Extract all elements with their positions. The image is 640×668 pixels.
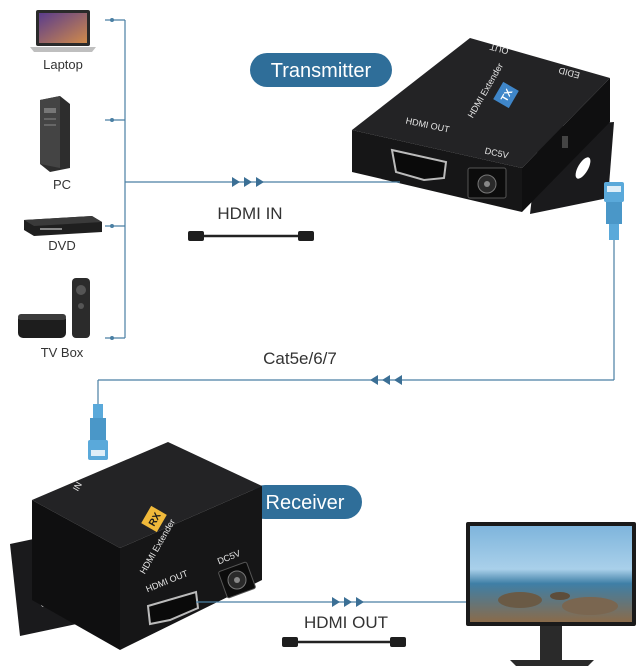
rj45-connector-tx-icon [604, 182, 624, 240]
receiver-device: RX HDMI Extender HDMI OUT DC5V IN [10, 442, 262, 650]
source-label-dvd: DVD [48, 238, 75, 253]
hdmi-out-arrows [332, 597, 364, 607]
receiver-title: Receiver [266, 492, 345, 514]
hdmi-in-link: HDMI IN [125, 177, 400, 241]
tv-box-icon [18, 278, 90, 338]
hdmi-out-label: HDMI OUT [304, 613, 388, 632]
bracket-dots [110, 18, 114, 340]
hdmi-out-link: HDMI OUT [196, 597, 474, 647]
laptop-icon [30, 10, 96, 52]
source-label-tv-box: TV Box [41, 345, 84, 360]
hdmi-cable-out-icon [282, 637, 406, 647]
transmitter-title: Transmitter [271, 60, 372, 82]
hdmi-in-label: HDMI IN [217, 204, 282, 223]
tx-top-out-label: OUT [488, 41, 509, 56]
receiver-pill: Receiver [248, 485, 362, 519]
cat-cable-link: Cat5e/6/7 [97, 240, 615, 404]
cat-cable-label: Cat5e/6/7 [263, 349, 337, 368]
transmitter-device: TX HDMI Extender HDMI OUT DC5V OUT EDID [352, 38, 614, 214]
source-label-laptop: Laptop [43, 57, 83, 72]
pc-tower-icon [40, 96, 70, 172]
cat-arrows [370, 375, 402, 385]
hdmi-in-arrows [232, 177, 264, 187]
rj45-connector-rx-icon [88, 404, 108, 460]
hdmi-cable-in-icon [188, 231, 314, 241]
rx-top-in-label: IN [71, 480, 84, 493]
dvd-player-icon [24, 216, 102, 236]
transmitter-pill: Transmitter [250, 53, 392, 87]
tx-port-power-label: DC5V [484, 146, 510, 161]
source-bracket [105, 19, 126, 339]
source-label-pc: PC [53, 177, 71, 192]
monitor-icon [466, 522, 636, 666]
